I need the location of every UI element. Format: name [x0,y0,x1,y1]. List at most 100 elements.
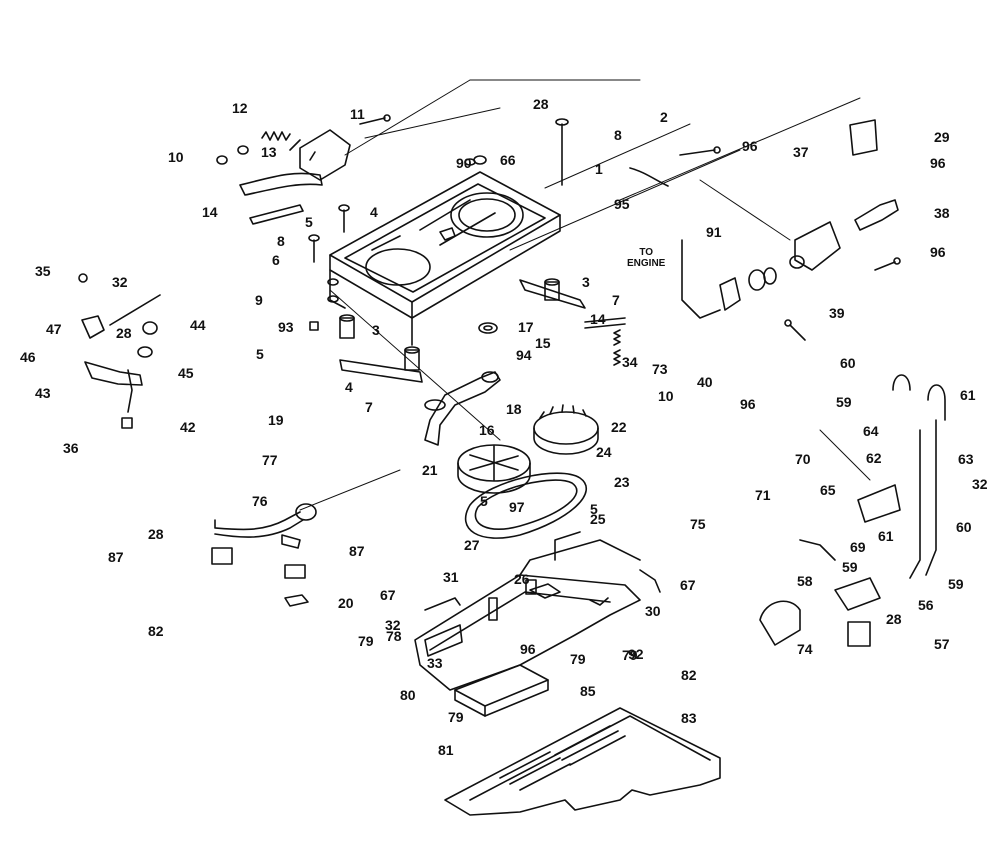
callout-96: 96 [930,155,946,171]
callout-11: 11 [350,106,365,122]
lever-arm [424,371,501,446]
callout-80: 80 [400,687,416,703]
callout-14: 14 [590,311,606,327]
clip-66-90 [464,155,487,166]
callout-96: 96 [930,244,946,260]
callout-39: 39 [829,305,845,321]
callout-20: 20 [338,595,354,611]
callout-29: 29 [934,129,950,145]
callout-82: 82 [148,623,164,639]
bracket-91 [681,239,741,319]
callout-12: 12 [232,100,248,116]
callout-17: 17 [518,319,534,335]
callout-42: 42 [180,419,196,435]
callout-40: 40 [697,374,713,390]
callout-71: 71 [755,487,771,503]
spring-34 [613,329,621,366]
blade-housing [414,531,641,691]
callout-87: 87 [349,543,365,559]
callout-5: 5 [590,501,598,517]
callout-96: 96 [742,138,758,154]
callout-4: 4 [345,379,353,395]
callout-85: 85 [580,683,596,699]
callout-19: 19 [268,412,284,428]
callout-45: 45 [178,365,194,381]
callout-83: 83 [681,710,697,726]
callout-56: 56 [918,597,934,613]
control-rods [759,374,946,647]
callout-64: 64 [863,423,879,439]
callout-10: 10 [658,388,674,404]
callout-95: 95 [614,196,630,212]
callout-87: 87 [108,549,124,565]
callout-79: 79 [358,633,374,649]
stud-31 [488,597,498,621]
callout-46: 46 [20,349,36,365]
callout-60: 60 [840,355,856,371]
callout-15: 15 [535,335,551,351]
callout-28: 28 [886,611,902,627]
callout-67: 67 [380,587,396,603]
bolt-4 [338,204,350,233]
callout-79: 79 [570,651,586,667]
callout-26: 26 [514,571,530,587]
callout-4: 4 [370,204,378,220]
callout-28: 28 [148,526,164,542]
pulley-22 [533,404,599,455]
engine-note-line2: ENGINE [627,258,666,269]
washer-17 [478,322,498,334]
engine-note: TO ENGINE [627,247,665,269]
callout-25: 25 [590,511,606,527]
callout-9: 9 [255,292,263,308]
callout-79: 79 [622,647,638,663]
callout-36: 36 [63,440,79,456]
spacer-3-left [339,314,355,339]
callout-27: 27 [464,537,480,553]
callout-75: 75 [690,516,706,532]
callout-66: 66 [500,152,516,168]
callout-70: 70 [795,451,811,467]
callout-10: 10 [168,149,184,165]
callout-21: 21 [422,462,438,478]
rod-assembly [211,503,317,565]
callout-35: 35 [35,263,51,279]
callout-32: 32 [112,274,128,290]
bolt-96-lower [784,319,806,341]
hub-39 [748,267,777,291]
callout-5: 5 [480,493,488,509]
callout-38: 38 [934,205,950,221]
callout-69: 69 [850,539,866,555]
washers-6-9 [327,278,339,303]
callout-76: 76 [252,493,268,509]
lever-assembly-left [78,273,161,429]
knob-38 [854,199,899,231]
callout-16: 16 [479,422,495,438]
callout-74: 74 [797,641,813,657]
bolt-96-right [874,257,901,271]
callout-92: 92 [628,646,644,662]
callout-30: 30 [645,603,661,619]
callout-7: 7 [365,399,373,415]
cover-29 [849,119,878,156]
engine-note-line1: TO [639,247,654,258]
pin-67-right [639,569,661,593]
callout-37: 37 [793,144,809,160]
callout-58: 58 [797,573,813,589]
callout-79: 79 [448,709,464,725]
callout-96: 96 [740,396,756,412]
callout-81: 81 [438,742,454,758]
spacer-3-right [544,278,560,301]
callout-2: 2 [660,109,668,125]
callout-5: 5 [305,214,313,230]
stud-26 [525,579,537,595]
callout-91: 91 [706,224,722,240]
callout-14: 14 [202,204,218,220]
callout-96: 96 [520,641,536,657]
pin-11 [359,114,391,125]
rod-14 [584,317,626,329]
spring-12 [261,131,291,141]
callout-24: 24 [596,444,612,460]
pulley-21 [457,444,531,494]
callout-3: 3 [582,274,590,290]
